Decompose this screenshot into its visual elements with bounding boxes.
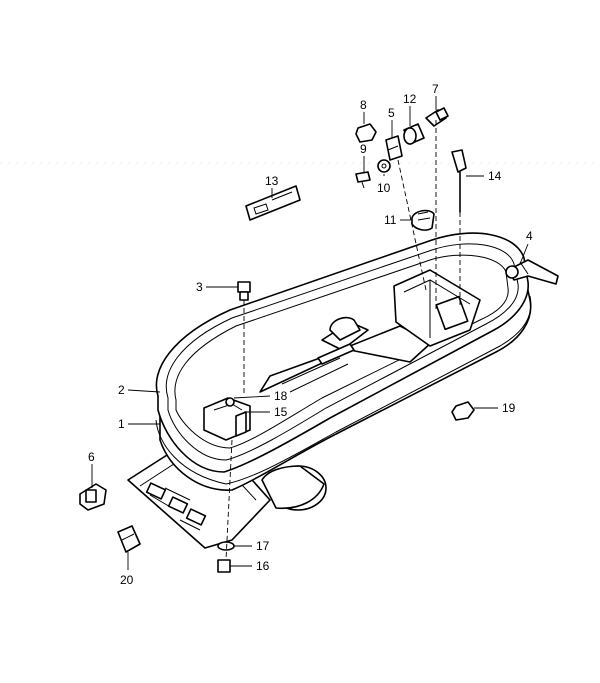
plug-19 [451,401,475,421]
callout-labels: 1 2 3 4 5 6 7 8 9 10 11 12 13 14 15 16 1… [88,82,533,587]
callout-13: 13 [265,174,279,188]
callout-7: 7 [432,82,439,96]
callout-3: 3 [196,280,203,294]
callout-19: 19 [502,401,516,415]
callout-5: 5 [388,106,395,120]
leader-lines [91,96,529,570]
grommet-6 [79,483,107,511]
rod-14 [451,149,467,306]
callout-14: 14 [488,169,502,183]
callout-11: 11 [384,213,397,227]
callout-2: 2 [118,383,125,397]
label-plate-13 [245,185,301,221]
callout-6: 6 [88,450,95,464]
bolt-9 [355,171,371,189]
callout-20: 20 [120,573,134,587]
inner-frame [203,269,481,441]
washer-17 [217,541,235,551]
washer-10 [377,159,391,173]
callout-4: 4 [526,229,533,243]
clip-5 [385,135,403,161]
callout-18: 18 [274,389,288,403]
screw-16 [217,559,231,573]
callout-17: 17 [256,539,270,553]
nut-8 [355,123,377,143]
block-20 [117,525,141,553]
clamp-11 [411,209,435,231]
callout-15: 15 [274,405,288,419]
bolt-3 [237,281,251,394]
callout-10: 10 [377,181,391,195]
callout-8: 8 [360,98,367,112]
bushing-12 [403,123,425,145]
callout-12: 12 [403,92,417,106]
screw-7 [425,107,449,127]
lever-4 [505,259,559,285]
callout-9: 9 [360,142,367,156]
callout-16: 16 [256,559,270,573]
callout-1: 1 [118,417,125,431]
